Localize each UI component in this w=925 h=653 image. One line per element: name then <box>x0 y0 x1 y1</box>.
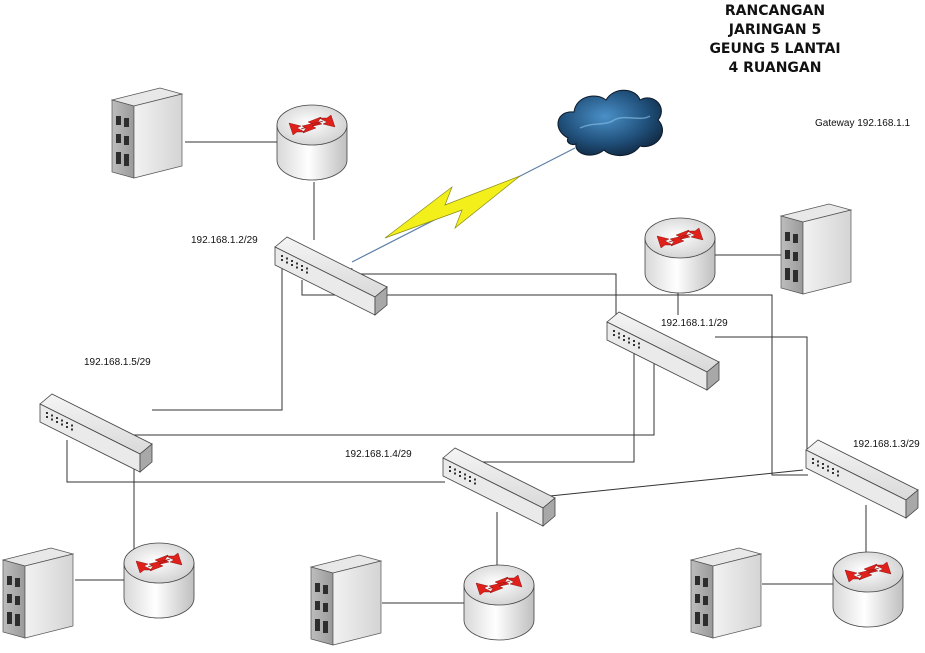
switch-icon <box>274 236 388 316</box>
switch-label-s1: 192.168.1.2/29 <box>191 235 258 246</box>
building-icon <box>690 547 762 639</box>
title-line-2: JARINGAN 5 <box>728 22 822 38</box>
diagram-title: RANCANGAN JARINGAN 5 GEUNG 5 LANTAI 4 RU… <box>690 2 860 78</box>
router-icon <box>644 217 716 294</box>
building-icon <box>2 547 74 639</box>
router-icon <box>463 564 535 641</box>
router-icon <box>276 104 348 181</box>
switch-icon <box>442 447 556 527</box>
title-line-4: 4 RUANGAN <box>728 60 822 76</box>
internet-cloud-icon <box>557 89 663 156</box>
switch-icon <box>805 439 919 519</box>
title-line-3: GEUNG 5 LANTAI <box>709 41 841 57</box>
building-icon <box>111 87 183 179</box>
lightning-wan-link-icon <box>384 175 521 239</box>
switch-label-s4: 192.168.1.4/29 <box>345 449 412 460</box>
router-icon <box>123 542 195 619</box>
connection-lines <box>66 141 867 604</box>
router-icon <box>832 551 904 628</box>
switch-label-s5: 192.168.1.3/29 <box>853 439 920 450</box>
building-icon <box>310 554 382 646</box>
building-icon <box>780 203 852 295</box>
title-line-1: RANCANGAN <box>724 3 826 19</box>
switch-label-s2: 192.168.1.1/29 <box>661 318 728 329</box>
gateway-label: Gateway 192.168.1.1 <box>815 118 911 129</box>
switch-label-s3: 192.168.1.5/29 <box>84 357 151 368</box>
switch-icon <box>39 393 153 473</box>
